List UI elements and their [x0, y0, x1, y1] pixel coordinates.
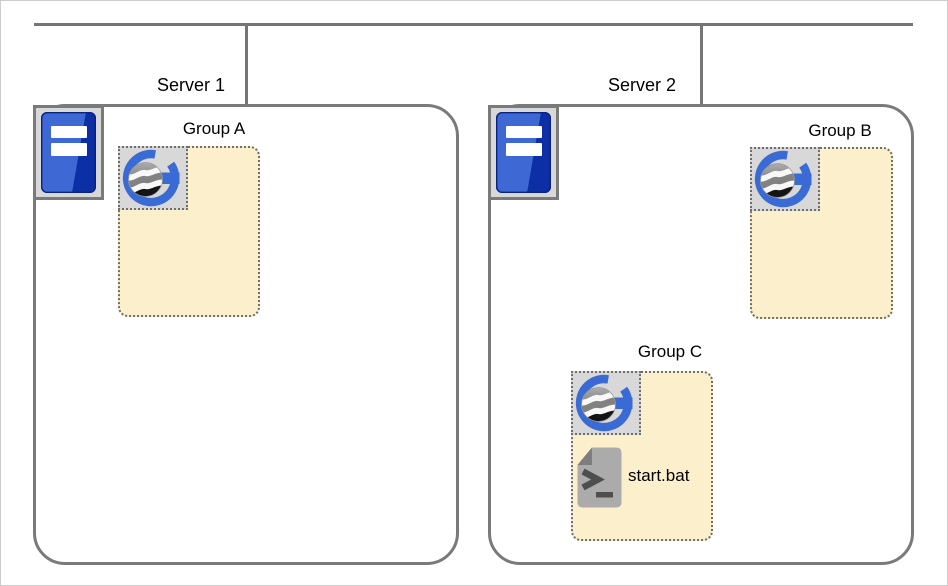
group-c-gateway-icon-box [571, 371, 641, 435]
group-c-label: Group C [637, 342, 703, 361]
batch-script-icon [577, 447, 622, 508]
server1-label: Server 1 [156, 75, 226, 95]
server2-label: Server 2 [607, 75, 677, 95]
group-b-gateway-icon-box [750, 147, 820, 211]
server-tower-icon [40, 111, 96, 193]
network-drop-line-server1 [245, 23, 248, 105]
g-logo-globe-icon [122, 149, 180, 207]
batch-script-icon [576, 446, 623, 509]
group-a-label: Group A [182, 119, 246, 138]
network-bus-line [34, 23, 913, 26]
g-logo-globe-icon [575, 374, 633, 432]
batch-script-label: start.bat [628, 466, 690, 485]
server1-icon-box [33, 105, 104, 200]
server-tower-icon [495, 111, 551, 193]
network-drop-line-server2 [700, 23, 703, 105]
server2-icon-box [488, 105, 559, 200]
g-logo-globe-icon [754, 150, 812, 208]
group-a-box [118, 146, 260, 317]
group-a-gateway-icon-box [118, 146, 188, 210]
group-b-label: Group B [808, 121, 872, 140]
